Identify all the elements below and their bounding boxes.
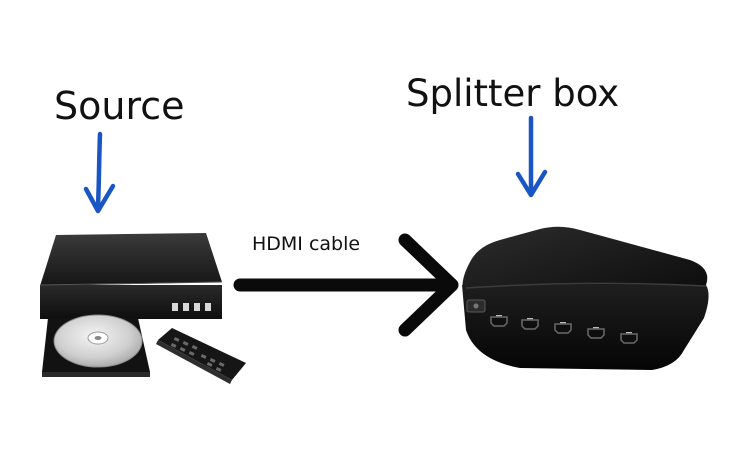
- hdmi-splitter-icon: [462, 226, 709, 370]
- hdmi-port-icon: [490, 316, 638, 344]
- source-label: Source: [54, 84, 185, 128]
- hdmi-cable-arrow: [233, 233, 459, 337]
- source-pointer-arrow: [83, 131, 116, 214]
- remote-control-icon: [156, 328, 246, 384]
- cable-label: HDMI cable: [252, 233, 361, 255]
- splitter-label: Splitter box: [406, 72, 620, 115]
- disc-icon: [53, 314, 143, 368]
- splitter-pointer-arrow: [515, 115, 548, 198]
